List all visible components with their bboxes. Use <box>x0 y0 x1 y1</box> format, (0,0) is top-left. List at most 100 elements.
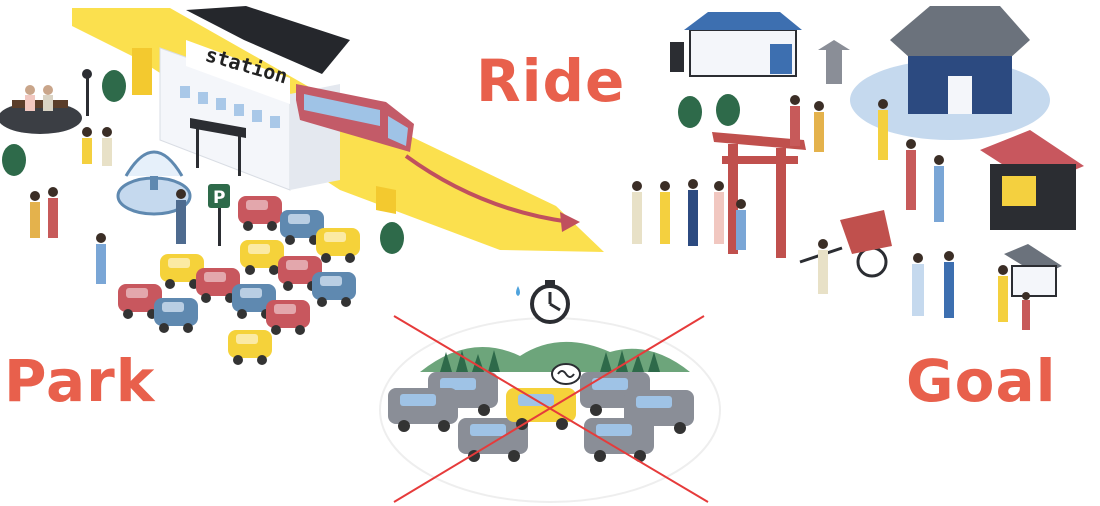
person <box>934 166 944 222</box>
person <box>1022 300 1030 330</box>
parking-sign-post <box>218 206 221 246</box>
temple-door <box>948 76 972 114</box>
lamp-post <box>86 76 89 116</box>
destination-scene <box>632 6 1084 330</box>
bench-plaza <box>0 102 82 134</box>
person <box>82 127 92 137</box>
car <box>238 196 282 231</box>
person <box>814 112 824 152</box>
station-window <box>270 116 280 128</box>
park-and-station-scene: station <box>0 6 604 365</box>
torii-gate <box>712 132 806 258</box>
track-pillar <box>376 186 396 214</box>
station-roof <box>186 6 350 74</box>
track-pillar <box>132 48 152 95</box>
person <box>912 264 924 316</box>
person <box>82 138 92 164</box>
shop-banner <box>770 44 792 74</box>
stone-lantern-top <box>818 40 850 50</box>
station-window <box>252 110 262 122</box>
car <box>624 390 694 434</box>
person <box>30 191 40 201</box>
person <box>96 233 106 243</box>
lamp <box>82 69 92 79</box>
tree <box>2 144 26 176</box>
train-front-window <box>388 116 408 146</box>
person <box>43 85 53 95</box>
person <box>736 210 746 250</box>
car <box>316 228 360 263</box>
rickshaw <box>840 210 892 254</box>
person <box>25 95 35 111</box>
rickshaw-wheel <box>856 246 888 278</box>
park-label: Park <box>4 347 156 415</box>
station-window <box>216 98 226 110</box>
person <box>944 262 954 318</box>
shop-roof <box>684 12 802 30</box>
tree <box>678 96 702 128</box>
car <box>312 272 356 307</box>
clock-icon-top <box>545 280 555 285</box>
cross-out-line <box>393 315 709 503</box>
train-windows <box>304 94 380 126</box>
parking-sign-label: P <box>213 188 225 208</box>
clock-icon-hands <box>548 292 561 312</box>
station-window <box>180 86 190 98</box>
car <box>266 300 310 335</box>
stone-lantern <box>826 50 842 84</box>
scribble <box>557 370 575 378</box>
tree <box>716 94 740 126</box>
route-arrow <box>404 154 571 224</box>
parking-lot <box>118 196 360 365</box>
person <box>43 95 53 111</box>
shop-sign <box>670 42 684 72</box>
person <box>632 192 642 244</box>
person <box>714 192 724 244</box>
tree <box>380 222 404 254</box>
person <box>96 244 106 284</box>
stall-window <box>1002 176 1036 206</box>
person <box>102 127 112 137</box>
person <box>176 200 186 244</box>
sweat-drop-icon <box>516 286 520 296</box>
goal-label: Goal <box>906 347 1057 415</box>
traffic-jam-scene <box>379 280 721 503</box>
car <box>240 240 284 275</box>
person <box>30 202 40 238</box>
person <box>660 192 670 244</box>
car <box>118 284 162 319</box>
ride-label: Ride <box>476 47 626 115</box>
person <box>176 189 186 199</box>
station-window <box>234 104 244 116</box>
person <box>48 187 58 197</box>
bench <box>12 100 68 108</box>
bus-shelter-post <box>196 128 199 168</box>
bus-shelter-post <box>238 136 241 176</box>
car <box>232 284 276 319</box>
station-window <box>198 92 208 104</box>
parking-sign <box>208 184 230 208</box>
person <box>998 276 1008 322</box>
person <box>48 198 58 238</box>
person <box>688 190 698 246</box>
car <box>228 330 272 365</box>
car <box>458 418 528 462</box>
person <box>102 138 112 166</box>
car <box>154 298 198 333</box>
station-sign-board <box>186 40 290 104</box>
tourist-crowd <box>632 95 1030 330</box>
tree <box>102 70 126 102</box>
person <box>906 150 916 210</box>
cross-out-line <box>393 315 705 503</box>
bus-shelter-roof <box>190 118 246 138</box>
notice-board <box>1011 265 1057 297</box>
person <box>25 85 35 95</box>
temple-roof <box>890 6 1030 58</box>
car <box>388 388 458 432</box>
person <box>790 106 800 146</box>
car <box>584 418 654 462</box>
person <box>878 110 888 160</box>
person <box>818 250 828 294</box>
fountain-water <box>124 150 184 177</box>
